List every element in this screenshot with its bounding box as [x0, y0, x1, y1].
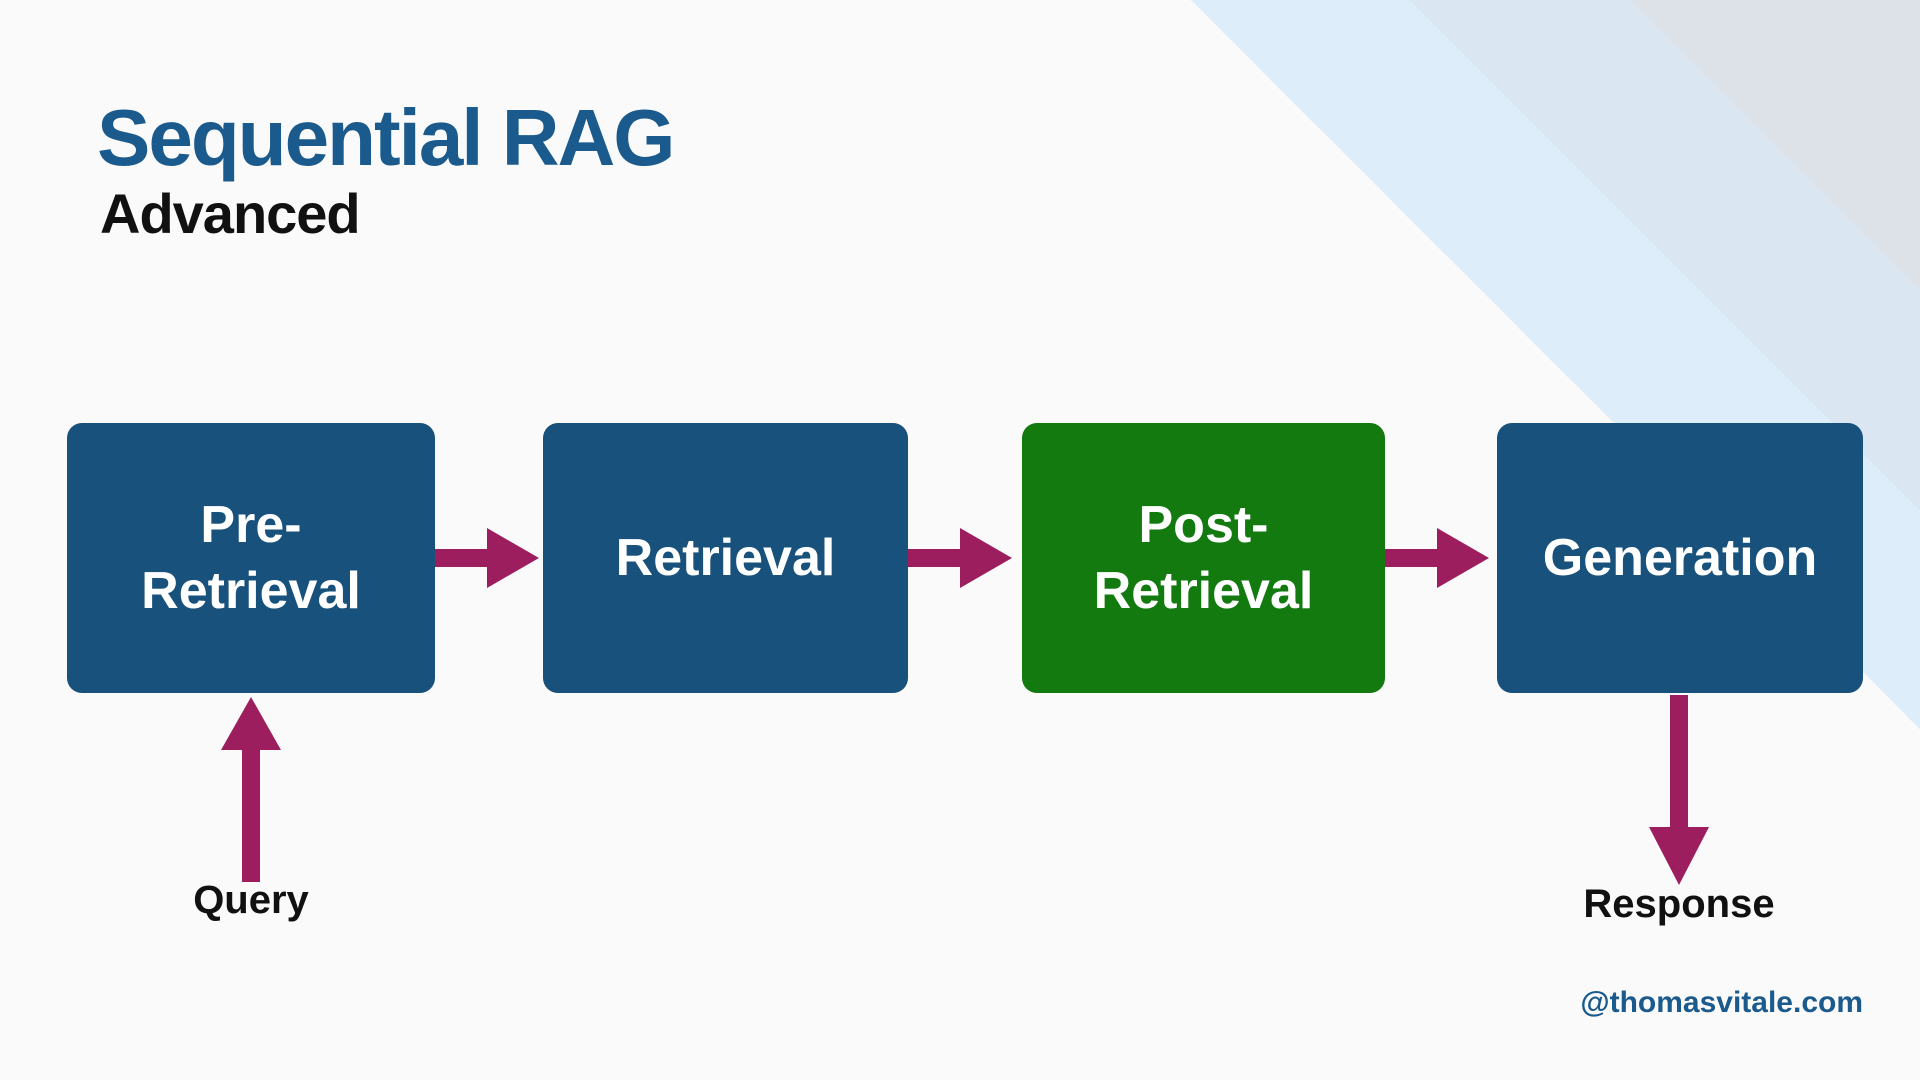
watermark: @thomasvitale.com	[1580, 986, 1863, 1019]
page-subtitle: Advanced	[100, 182, 361, 245]
node-label-line: Retrieval	[615, 529, 836, 587]
node-label-line: Generation	[1542, 529, 1818, 587]
node-label-line: Retrieval	[1093, 562, 1314, 620]
page-title: Sequential RAG	[97, 93, 676, 182]
node-generation: Generation	[1497, 423, 1863, 693]
node-label-line: Pre-	[200, 496, 302, 554]
node-post-retrieval: Post- Retrieval	[1022, 423, 1385, 693]
query-label: Query	[193, 878, 309, 922]
arrow-down-response-icon	[1649, 695, 1709, 885]
arrow-up-query-icon	[221, 697, 281, 882]
arrow-right-post-to-generation-icon	[1385, 528, 1489, 588]
node-retrieval: Retrieval	[543, 423, 908, 693]
node-label-line: Post-	[1138, 496, 1269, 554]
node-pre-retrieval: Pre- Retrieval	[67, 423, 435, 693]
response-label: Response	[1583, 882, 1775, 926]
node-label-line: Retrieval	[141, 562, 361, 620]
arrow-right-retrieval-to-post-icon	[908, 528, 1012, 588]
arrow-right-pre-to-retrieval-icon	[435, 528, 539, 588]
